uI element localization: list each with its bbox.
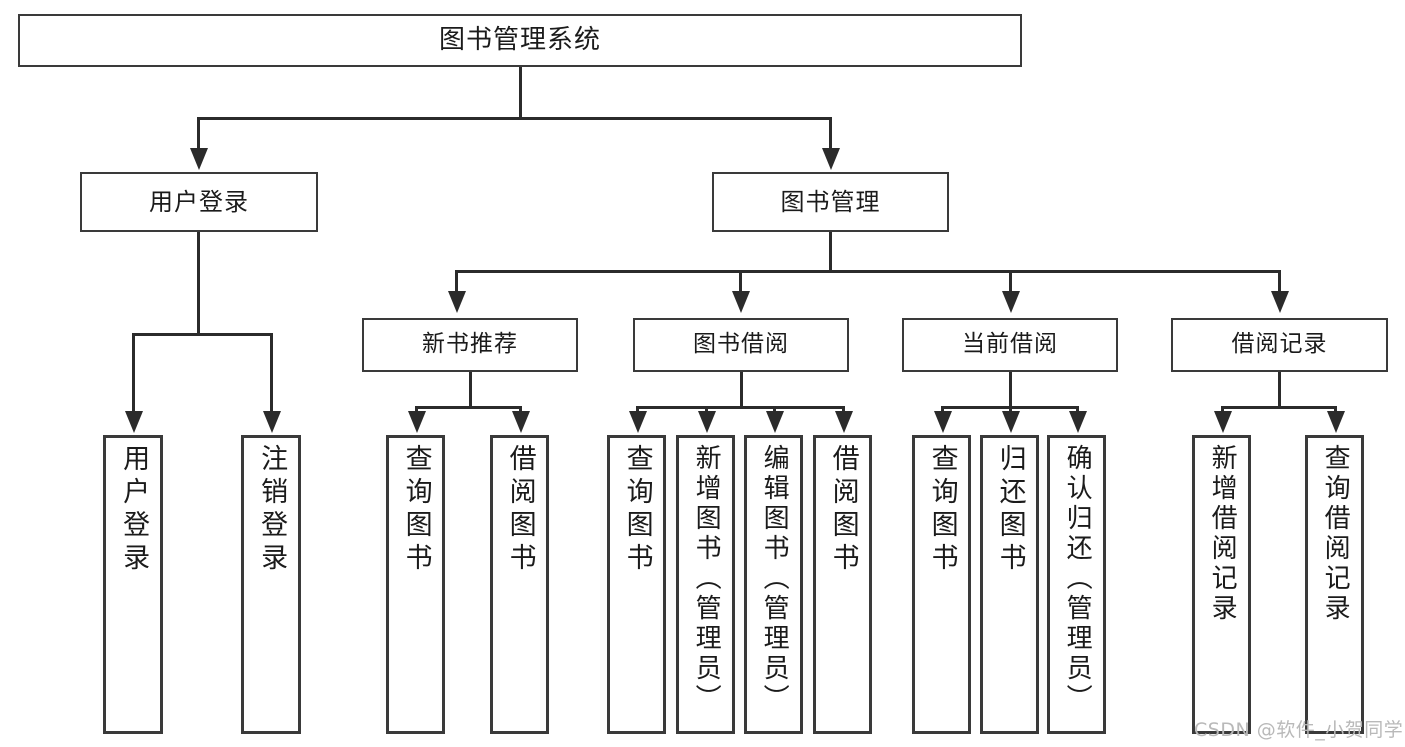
leaf-confirm-return-admin[interactable]: 确认归还（管理员） bbox=[1047, 435, 1106, 734]
arrowhead-leaf-logout bbox=[263, 411, 281, 433]
edge-root-stem bbox=[519, 67, 522, 118]
arrowhead-leaf-add-record bbox=[1214, 411, 1232, 433]
node-borrow-record[interactable]: 借阅记录 bbox=[1171, 318, 1388, 372]
edge-new-book-stem bbox=[469, 372, 472, 408]
node-label: 查询图书 bbox=[400, 444, 432, 576]
node-label: 图书借阅 bbox=[693, 331, 789, 358]
node-label: 借阅记录 bbox=[1231, 331, 1328, 358]
leaf-logout[interactable]: 注销登录 bbox=[241, 435, 301, 734]
edge-book-borrow-stem bbox=[740, 372, 743, 408]
arrowhead-leaf-confirm-return bbox=[1069, 411, 1087, 433]
node-label: 借阅图书 bbox=[827, 444, 859, 576]
arrowhead-leaf-borrow-book-2 bbox=[835, 411, 853, 433]
leaf-borrow-book[interactable]: 借阅图书 bbox=[813, 435, 872, 734]
leaf-query-book-recommend[interactable]: 查询图书 bbox=[386, 435, 445, 734]
edge-current-borrow-stem bbox=[1009, 372, 1012, 408]
arrowhead-leaf-query-record bbox=[1327, 411, 1345, 433]
edge-book-borrow-bar bbox=[637, 406, 845, 409]
node-label: 新书推荐 bbox=[422, 331, 518, 358]
arrowhead-leaf-borrow-book-1 bbox=[512, 411, 530, 433]
node-root-system[interactable]: 图书管理系统 bbox=[18, 14, 1022, 67]
arrowhead-leaf-user-login bbox=[125, 411, 143, 433]
arrowhead-current-borrow bbox=[1002, 291, 1020, 313]
arrowhead-leaf-query-book-2 bbox=[629, 411, 647, 433]
node-user-login[interactable]: 用户登录 bbox=[80, 172, 318, 232]
arrowhead-new-book-recommend bbox=[448, 291, 466, 313]
edge-book-manage-drop-3 bbox=[1009, 270, 1012, 295]
node-label: 注销登录 bbox=[256, 444, 288, 576]
node-label: 新增图书（管理员） bbox=[691, 444, 722, 714]
edge-borrow-record-bar bbox=[1222, 406, 1336, 409]
edge-book-manage-bar bbox=[456, 270, 1281, 273]
arrowhead-book-manage bbox=[822, 148, 840, 170]
edge-borrow-record-stem bbox=[1278, 372, 1281, 408]
node-label: 用户登录 bbox=[149, 187, 249, 216]
edge-root-to-user-login bbox=[197, 117, 200, 152]
node-label: 归还图书 bbox=[994, 444, 1026, 576]
leaf-user-login[interactable]: 用户登录 bbox=[103, 435, 163, 734]
leaf-edit-book-admin[interactable]: 编辑图书（管理员） bbox=[744, 435, 803, 734]
edge-root-bar bbox=[198, 117, 832, 120]
node-label: 确认归还（管理员） bbox=[1062, 444, 1093, 714]
edge-user-login-bar bbox=[133, 333, 273, 336]
edge-book-manage-drop-1 bbox=[455, 270, 458, 295]
edge-user-login-drop-1 bbox=[132, 333, 135, 415]
edge-user-login-drop-2 bbox=[270, 333, 273, 415]
node-label: 用户登录 bbox=[118, 444, 150, 576]
node-label: 查询借阅记录 bbox=[1320, 444, 1351, 624]
leaf-borrow-book-recommend[interactable]: 借阅图书 bbox=[490, 435, 549, 734]
arrowhead-borrow-record bbox=[1271, 291, 1289, 313]
arrowhead-leaf-edit-book bbox=[766, 411, 784, 433]
edge-book-manage-drop-4 bbox=[1278, 270, 1281, 295]
edge-root-to-book-manage bbox=[829, 117, 832, 152]
edge-user-login-stem bbox=[197, 232, 200, 334]
arrowhead-book-borrow bbox=[732, 291, 750, 313]
node-book-borrow[interactable]: 图书借阅 bbox=[633, 318, 849, 372]
arrowhead-leaf-query-book-1 bbox=[408, 411, 426, 433]
leaf-add-book-admin[interactable]: 新增图书（管理员） bbox=[676, 435, 735, 734]
leaf-query-book-borrow[interactable]: 查询图书 bbox=[607, 435, 666, 734]
leaf-query-book-current[interactable]: 查询图书 bbox=[912, 435, 971, 734]
leaf-query-borrow-record[interactable]: 查询借阅记录 bbox=[1305, 435, 1364, 734]
node-label: 当前借阅 bbox=[962, 331, 1058, 358]
arrowhead-user-login bbox=[190, 148, 208, 170]
node-label: 查询图书 bbox=[621, 444, 653, 576]
edge-book-manage-stem bbox=[829, 232, 832, 272]
leaf-add-borrow-record[interactable]: 新增借阅记录 bbox=[1192, 435, 1251, 734]
node-label: 借阅图书 bbox=[504, 444, 536, 576]
arrowhead-leaf-query-book-3 bbox=[934, 411, 952, 433]
node-label: 查询图书 bbox=[926, 444, 958, 576]
leaf-return-book[interactable]: 归还图书 bbox=[980, 435, 1039, 734]
node-label: 编辑图书（管理员） bbox=[759, 444, 790, 714]
node-new-book-recommend[interactable]: 新书推荐 bbox=[362, 318, 578, 372]
edge-new-book-bar bbox=[416, 406, 522, 409]
edge-book-manage-drop-2 bbox=[739, 270, 742, 295]
arrowhead-leaf-return-book bbox=[1002, 411, 1020, 433]
node-current-borrow[interactable]: 当前借阅 bbox=[902, 318, 1118, 372]
node-label: 新增借阅记录 bbox=[1207, 444, 1238, 624]
arrowhead-leaf-add-book bbox=[698, 411, 716, 433]
node-label: 图书管理 bbox=[780, 187, 881, 216]
node-book-manage[interactable]: 图书管理 bbox=[712, 172, 949, 232]
node-label: 图书管理系统 bbox=[438, 25, 601, 56]
